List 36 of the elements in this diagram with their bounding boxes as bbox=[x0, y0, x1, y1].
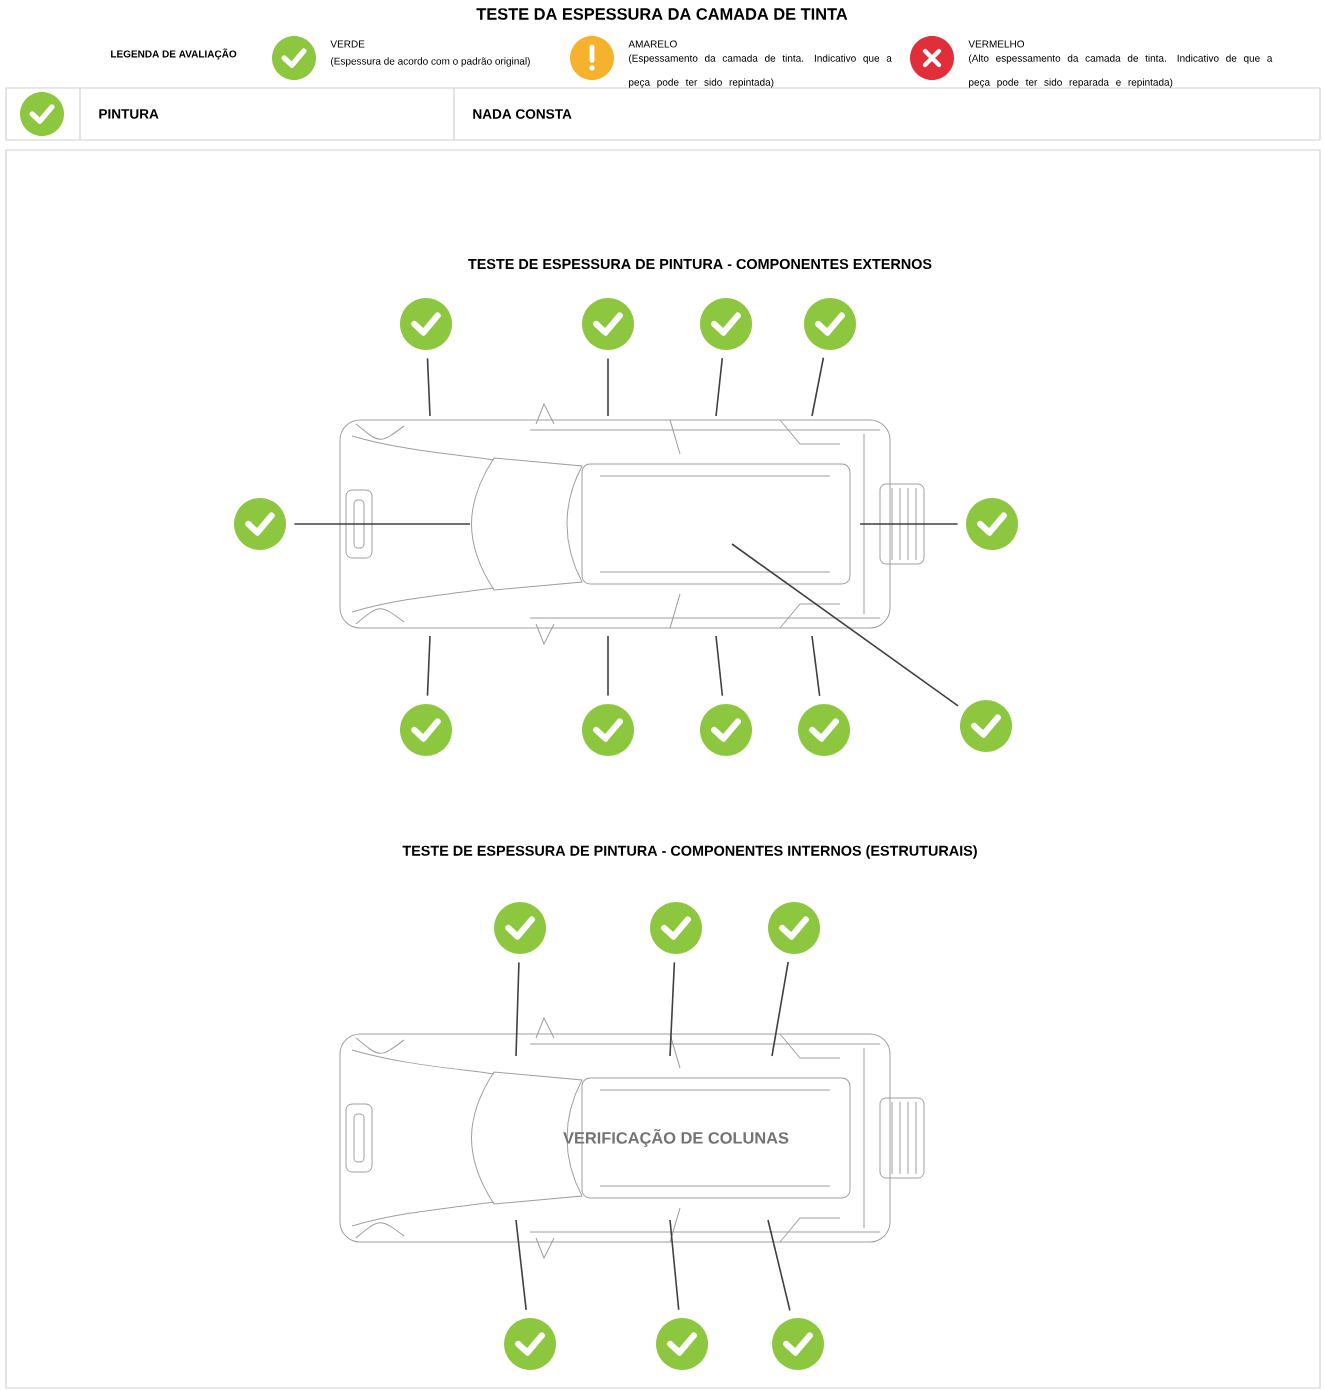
leader-line bbox=[607, 635, 609, 697]
leader-line bbox=[811, 635, 821, 697]
check-circle bbox=[400, 298, 452, 350]
check-circle bbox=[700, 298, 752, 350]
check-circle bbox=[494, 902, 546, 954]
check-circle bbox=[656, 1318, 708, 1370]
leader-line bbox=[731, 543, 959, 707]
check-circle bbox=[768, 902, 820, 954]
leader-line bbox=[669, 1219, 680, 1311]
check-circle bbox=[650, 902, 702, 954]
leader-line bbox=[669, 961, 676, 1057]
leader-line bbox=[426, 357, 431, 417]
car-label: VERIFICAÇÃO DE COLUNAS bbox=[563, 1128, 789, 1147]
check-circle bbox=[582, 704, 634, 756]
leader-line bbox=[607, 357, 609, 417]
leader-line bbox=[771, 961, 789, 1057]
check-circle bbox=[772, 1318, 824, 1370]
check-circle bbox=[400, 704, 452, 756]
check-circle bbox=[960, 700, 1012, 752]
check-circle bbox=[700, 704, 752, 756]
leader-line bbox=[715, 635, 724, 697]
check-circle bbox=[504, 1318, 556, 1370]
check-circle bbox=[966, 498, 1018, 550]
title: TESTE DA ESPESSURA DA CAMADA DE TINTA bbox=[476, 8, 848, 20]
leader-line bbox=[515, 1219, 527, 1311]
leader-line bbox=[859, 523, 959, 525]
leader-line bbox=[426, 635, 431, 697]
leader-line bbox=[811, 356, 825, 417]
leader-line bbox=[715, 357, 724, 417]
check-circle bbox=[582, 298, 634, 350]
leader-line bbox=[293, 523, 471, 525]
leader-line bbox=[767, 1219, 791, 1312]
check-circle bbox=[234, 498, 286, 550]
check-circle bbox=[804, 298, 856, 350]
leader-line bbox=[515, 961, 520, 1057]
check-circle bbox=[798, 704, 850, 756]
